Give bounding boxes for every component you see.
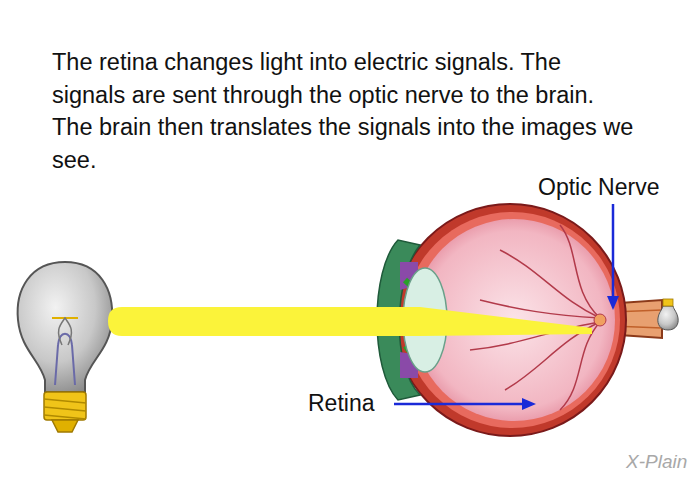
- light-beam: [108, 307, 592, 336]
- part-label: Optic Nerve: [538, 174, 659, 201]
- image-bulb: [658, 299, 678, 330]
- part-label: Retina: [308, 390, 374, 417]
- light-bulb: [18, 262, 113, 432]
- instruction-text: The retina changes light into electric s…: [52, 46, 637, 176]
- watermark: X-Plain: [626, 451, 687, 473]
- leader-arrow: [394, 204, 619, 410]
